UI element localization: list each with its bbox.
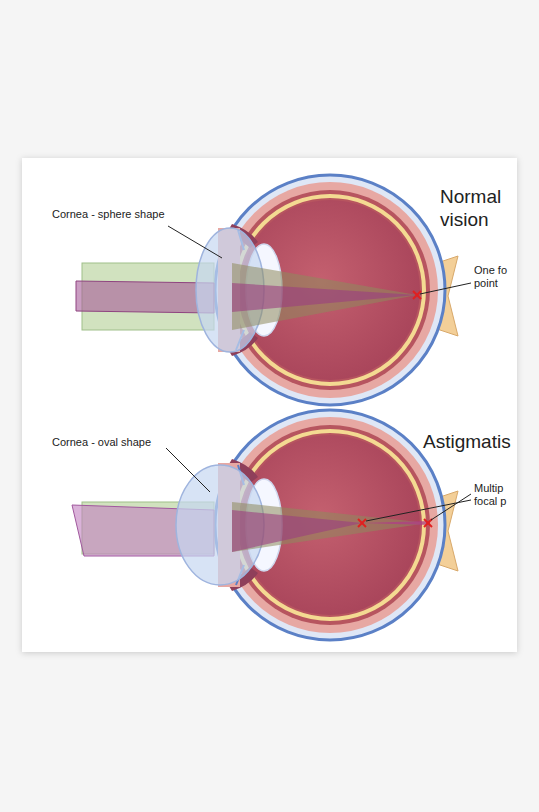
part-label: One fo point xyxy=(474,264,518,290)
panel-heading: Astigmatis xyxy=(423,431,511,454)
part-label: Cornea - sphere shape xyxy=(52,208,165,221)
part-label: Multip focal p xyxy=(474,482,518,508)
part-label: Cornea - oval shape xyxy=(52,436,151,449)
panel-heading: Normal vision xyxy=(440,186,522,232)
